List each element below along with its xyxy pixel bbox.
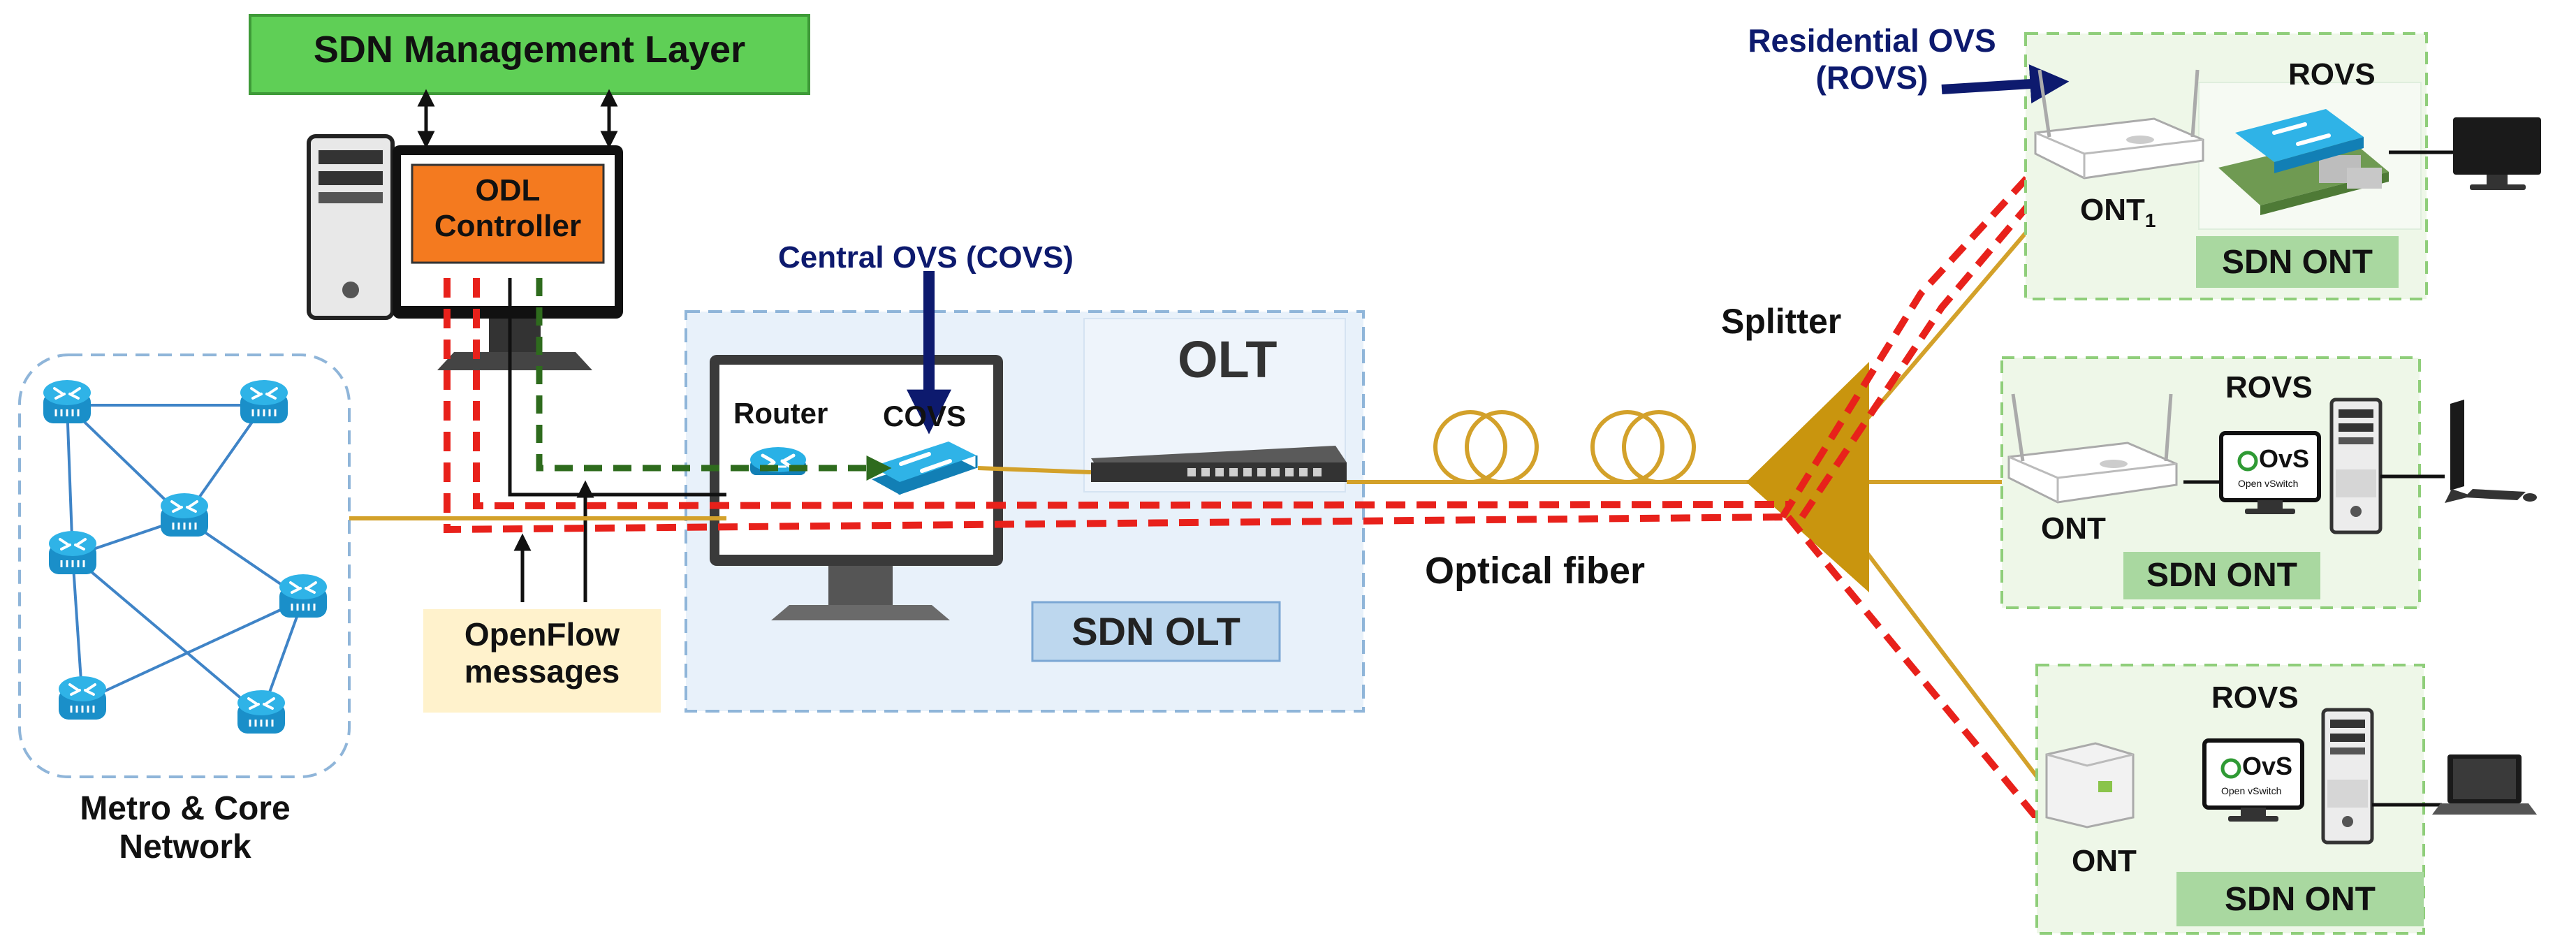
sdn-management-layer-label: SDN Management Layer (313, 29, 746, 71)
metro-router-icon (278, 573, 328, 619)
sdn-ont-plate-1 (2196, 236, 2399, 288)
metro-router-icon (42, 379, 92, 425)
sdn-olt-label-box (1031, 601, 1281, 662)
optical-fiber-label: Optical fiber (1425, 550, 1646, 592)
sdn-ont-plate-3 (2176, 872, 2424, 926)
desktop-monitor-icon (2453, 117, 2541, 190)
rovs2-label: ROVS (2225, 370, 2313, 404)
router-label: Router (733, 397, 828, 430)
sdn-ont2-label: SDN ONT (2146, 557, 2297, 594)
metro-core-network-label: Metro & Core Network (80, 790, 291, 866)
ont2-label: ONT (2041, 511, 2106, 546)
central-ovs-label: Central OVS (COVS) (778, 240, 1074, 275)
metro-network-links (66, 404, 305, 717)
metro-router-icon (57, 675, 108, 721)
odl-controller-box (411, 163, 605, 264)
ovs-logo-subtext: Open vSwitch (2221, 785, 2282, 796)
odl-controller-label: ODL Controller (434, 173, 582, 243)
olt-chassis-icon (1091, 446, 1347, 482)
sdn-olt-label: SDN OLT (1071, 609, 1241, 653)
ont3-label: ONT (2072, 844, 2137, 878)
rovs1-label: ROVS (2288, 57, 2376, 92)
splitter-label: Splitter (1721, 302, 1842, 341)
ont-device-icon (2045, 742, 2135, 829)
desktop-pc-icon (2445, 400, 2537, 503)
metro-router-icon (239, 379, 289, 425)
ovs-logo-text: OvS (2242, 752, 2293, 780)
ovs-logo-subtext: Open vSwitch (2238, 478, 2299, 489)
metro-router-icon (47, 530, 98, 576)
openflow-messages-label: OpenFlow messages (464, 616, 620, 690)
residential-ovs-label: Residential OVS (ROVS) (1748, 22, 1996, 96)
covs-label: COVS (883, 400, 967, 432)
sdn-management-layer-box (249, 14, 810, 95)
rovs-tower-icon (2332, 400, 2380, 532)
metro-router-icon (159, 492, 210, 538)
rovs-board-icon (2218, 109, 2389, 215)
ovs-logo-text: OvS (2259, 444, 2310, 473)
metro-router-icon (236, 689, 286, 735)
laptop-icon (2432, 754, 2537, 815)
rovs3-label: ROVS (2211, 680, 2299, 715)
sdn-ont3-label: SDN ONT (2225, 881, 2376, 918)
sdn-ont1-label: SDN ONT (2222, 244, 2373, 281)
ont1-label: ONT1 (2080, 193, 2156, 231)
olt-label: OLT (1178, 330, 1278, 388)
sdn-ont-plate-2 (2123, 552, 2320, 599)
rovs-tower-icon (2323, 710, 2372, 843)
openflow-messages-box (423, 609, 661, 713)
metro-core-network-boundary (18, 353, 351, 778)
controller-tower-icon (307, 134, 395, 320)
covs-switch-icon (872, 442, 978, 495)
